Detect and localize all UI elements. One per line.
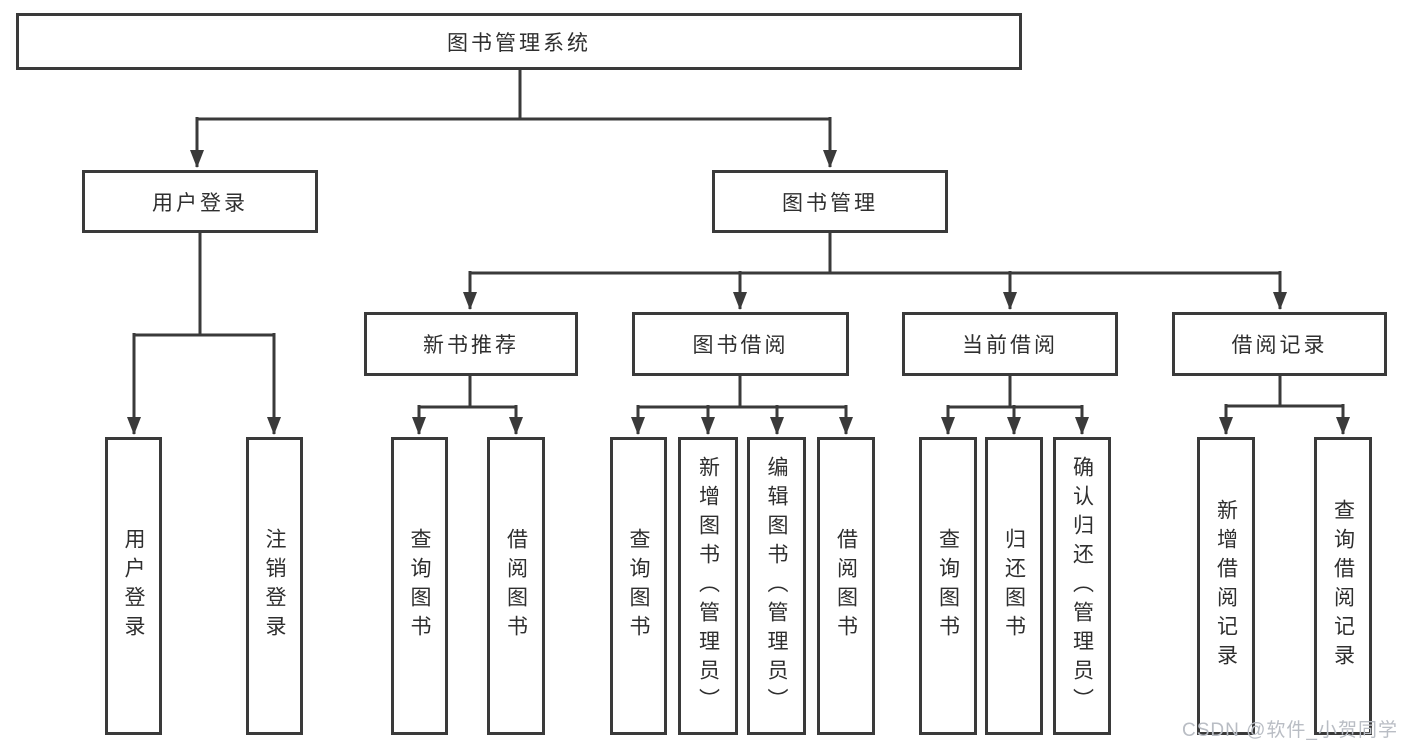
leaf-query-books-current: 查询图书 — [919, 437, 977, 735]
node-library-system: 图书管理系统 — [16, 13, 1022, 70]
leaf-edit-books-admin: 编辑图书（管理员） — [747, 437, 806, 735]
leaf-query-borrow-record: 查询借阅记录 — [1314, 437, 1372, 735]
leaf-logout: 注销登录 — [246, 437, 303, 735]
leaf-borrow-books: 借阅图书 — [817, 437, 875, 735]
leaf-confirm-return-admin: 确认归还（管理员） — [1053, 437, 1111, 735]
node-book-borrow: 图书借阅 — [632, 312, 849, 376]
leaf-query-books-recommend: 查询图书 — [391, 437, 448, 735]
node-user-login: 用户登录 — [82, 170, 318, 233]
leaf-add-books-admin: 新增图书（管理员） — [678, 437, 738, 735]
leaf-query-books-borrow: 查询图书 — [610, 437, 667, 735]
leaf-borrow-books-recommend: 借阅图书 — [487, 437, 545, 735]
leaf-add-borrow-record: 新增借阅记录 — [1197, 437, 1255, 735]
leaf-user-login: 用户登录 — [105, 437, 162, 735]
node-new-book-recommend: 新书推荐 — [364, 312, 578, 376]
leaf-return-books: 归还图书 — [985, 437, 1043, 735]
node-borrow-records: 借阅记录 — [1172, 312, 1387, 376]
node-current-borrow: 当前借阅 — [902, 312, 1118, 376]
node-book-management: 图书管理 — [712, 170, 948, 233]
csdn-watermark: CSDN @软件_小贺同学 — [1182, 720, 1398, 741]
